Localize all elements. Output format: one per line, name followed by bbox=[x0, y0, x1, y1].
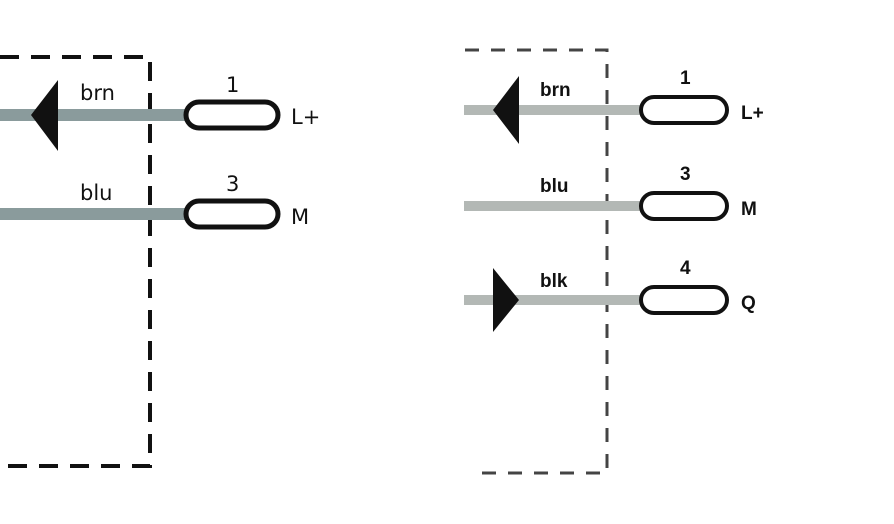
terminal-label: M bbox=[741, 199, 757, 220]
terminal-label: Q bbox=[741, 293, 756, 314]
terminal-pin bbox=[183, 198, 281, 230]
terminal-label: L+ bbox=[741, 103, 764, 124]
right-wiring-diagram: brn 1 L+ blu 3 M blk 4 Q bbox=[464, 48, 764, 475]
wire-blk: blk 4 Q bbox=[464, 258, 756, 332]
left-wiring-diagram: brn 1 L+ blu 3 M bbox=[0, 55, 320, 468]
wire-brn: brn 1 L+ bbox=[0, 73, 320, 151]
pin-number: 3 bbox=[226, 172, 239, 196]
terminal-pin bbox=[183, 99, 281, 131]
terminal-pin bbox=[639, 95, 729, 125]
pin-number: 4 bbox=[680, 258, 691, 279]
arrow-in-icon bbox=[493, 76, 519, 144]
terminal-label: M bbox=[291, 205, 309, 229]
wire-color-label: blu bbox=[540, 176, 569, 197]
arrow-in-icon bbox=[31, 80, 58, 151]
wire-color-label: brn bbox=[540, 80, 571, 101]
terminal-pin bbox=[639, 191, 729, 221]
wire-brn: brn 1 L+ bbox=[464, 68, 764, 144]
wire-color-label: blu bbox=[80, 181, 112, 205]
terminal-pin bbox=[639, 285, 729, 315]
arrow-out-icon bbox=[493, 268, 519, 332]
wire-blu: blu 3 M bbox=[464, 164, 757, 221]
pin-number: 3 bbox=[680, 164, 691, 185]
wire-color-label: brn bbox=[80, 81, 115, 105]
wire-color-label: blk bbox=[540, 271, 568, 292]
sensor-housing-boundary bbox=[0, 55, 152, 468]
pin-number: 1 bbox=[680, 68, 691, 89]
sensor-housing-boundary bbox=[465, 48, 609, 475]
pin-number: 1 bbox=[226, 73, 239, 97]
wire-blu: blu 3 M bbox=[0, 172, 309, 230]
terminal-label: L+ bbox=[291, 105, 320, 129]
